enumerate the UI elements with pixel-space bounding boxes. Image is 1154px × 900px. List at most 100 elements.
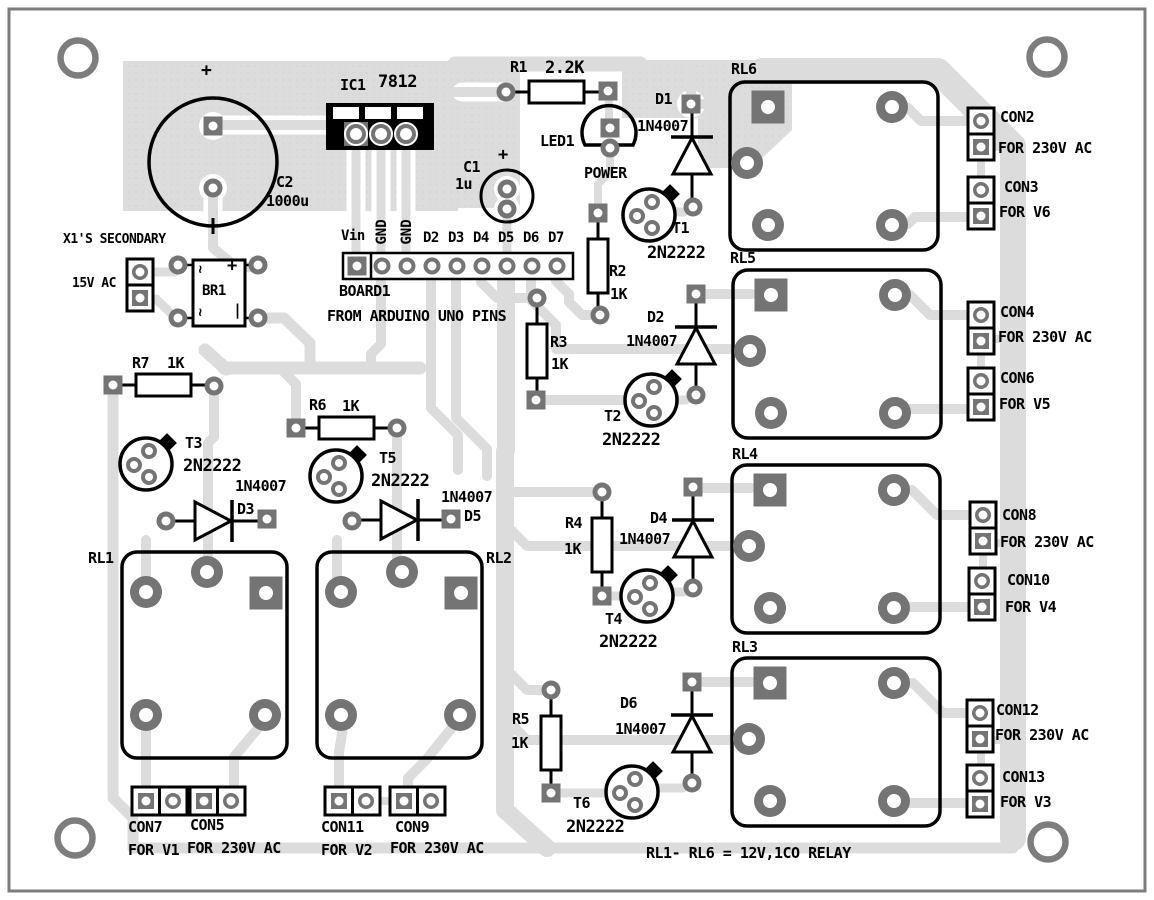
transistor-t4 [621,565,678,622]
board1-ref: BOARD1 [339,282,391,300]
resistor-r7 [103,372,224,398]
t6-value: 2N2222 [566,817,625,837]
connector-con10 [967,566,997,622]
r3-value: 1K [551,355,569,373]
rl6-ref: RL6 [731,60,757,78]
con13-ref: CON13 [1002,768,1045,786]
t2-value: 2N2222 [602,430,661,450]
con9-caption: FOR 230V AC [390,839,484,857]
relay-rl2 [317,552,482,758]
connector-con4 [966,300,996,356]
d1-ref: D1 [655,90,673,108]
r4-ref: R4 [565,514,583,532]
con7-ref: CON7 [128,818,163,836]
t4-value: 2N2222 [599,632,658,652]
con11-caption: FOR V2 [321,841,373,859]
diode-d3 [156,498,277,544]
board1-caption: FROM ARDUINO UNO PINS [327,307,507,325]
connector-con12 [965,698,995,754]
c1-plus-mark: + [498,145,508,165]
t2-ref: T2 [604,407,622,425]
transistor-t5 [310,445,367,502]
d3-value: 1N4007 [235,477,287,495]
connector-con6 [966,366,996,422]
transistor-t2 [625,369,682,426]
relay-note: RL1- RL6 = 12V,1CO RELAY [646,844,851,862]
transistor-t3 [120,433,177,490]
d5-value: 1N4007 [441,488,493,506]
r2-ref: R2 [609,262,627,280]
mounting-hole-top-right [1030,40,1065,75]
br1-ref: BR1 [202,283,226,299]
diode-d4 [670,477,716,598]
connector-con3 [966,175,996,231]
rl2-ref: RL2 [486,549,512,567]
rl1-ref: RL1 [88,549,114,567]
resistor-r4 [590,482,614,606]
connector-con8 [968,500,998,556]
d6-ref: D6 [620,694,638,712]
r1-ref: R1 [510,58,528,76]
con3-ref: CON3 [1004,178,1039,196]
regulator-ic1 [326,103,434,150]
connector-con2 [966,106,996,162]
connector-con11 [323,785,382,817]
t5-ref: T5 [379,449,397,467]
connector-con9 [388,785,447,817]
c2-ref: C2 [276,173,294,191]
r7-ref: R7 [132,354,150,372]
resistor-r2 [586,203,610,325]
header-pin-d3: D3 [448,230,464,246]
con10-ref: CON10 [1007,571,1050,589]
connector-x1-secondary [125,257,155,313]
x1-voltage-label: 15V AC [72,276,116,291]
r6-value: 1K [342,397,360,415]
ic1-value: 7812 [378,72,417,92]
con2-ref: CON2 [1000,108,1035,126]
rl5-ref: RL5 [730,249,756,267]
header-pin-gnd1: GND [374,219,390,245]
r1-value: 2.2K [545,58,584,78]
header-board1 [341,251,575,281]
t4-ref: T4 [605,610,623,628]
con8-ref: CON8 [1002,506,1037,524]
mounting-hole-bottom-left [58,821,93,856]
con13-caption: FOR V3 [1000,793,1052,811]
con4-ref: CON4 [1000,303,1035,321]
connector-con7 [130,785,189,817]
led1-ref: LED1 [540,132,575,150]
con12-caption: FOR 230V AC [995,726,1089,744]
c2-value: 1000u [266,192,309,210]
resistor-r5 [539,680,563,803]
d2-ref: D2 [647,308,665,326]
rl4-ref: RL4 [732,445,758,463]
header-pin-vin: Vin [341,228,365,244]
con7-caption: FOR V1 [128,841,180,859]
con3-caption: FOR V6 [999,203,1051,221]
t3-ref: T3 [185,434,203,452]
resistor-r6 [286,415,407,441]
con10-caption: FOR V4 [1005,598,1057,616]
d3-ref: D3 [237,500,255,518]
con11-ref: CON11 [321,818,364,836]
br1-ac2-mark: ~ [191,308,208,316]
c1-value: 1u [455,175,473,193]
r2-value: 1K [610,285,628,303]
mounting-hole-bottom-right [1031,825,1066,860]
diode-d6 [669,672,715,793]
header-pin-d2: D2 [423,230,439,246]
c2-plus-mark: + [201,60,212,81]
d5-ref: D5 [464,507,482,525]
con6-caption: FOR V5 [999,395,1051,413]
d2-value: 1N4007 [626,332,678,350]
t3-value: 2N2222 [183,456,242,476]
board-outline [7,7,1147,893]
relay-rl1 [122,552,287,758]
x1-secondary-label: X1'S SECONDARY [63,232,166,247]
t1-ref: T1 [672,219,690,237]
br1-plus-mark: + [227,256,237,276]
header-pin-d5: D5 [498,230,514,246]
header-pin-d7: D7 [548,230,564,246]
